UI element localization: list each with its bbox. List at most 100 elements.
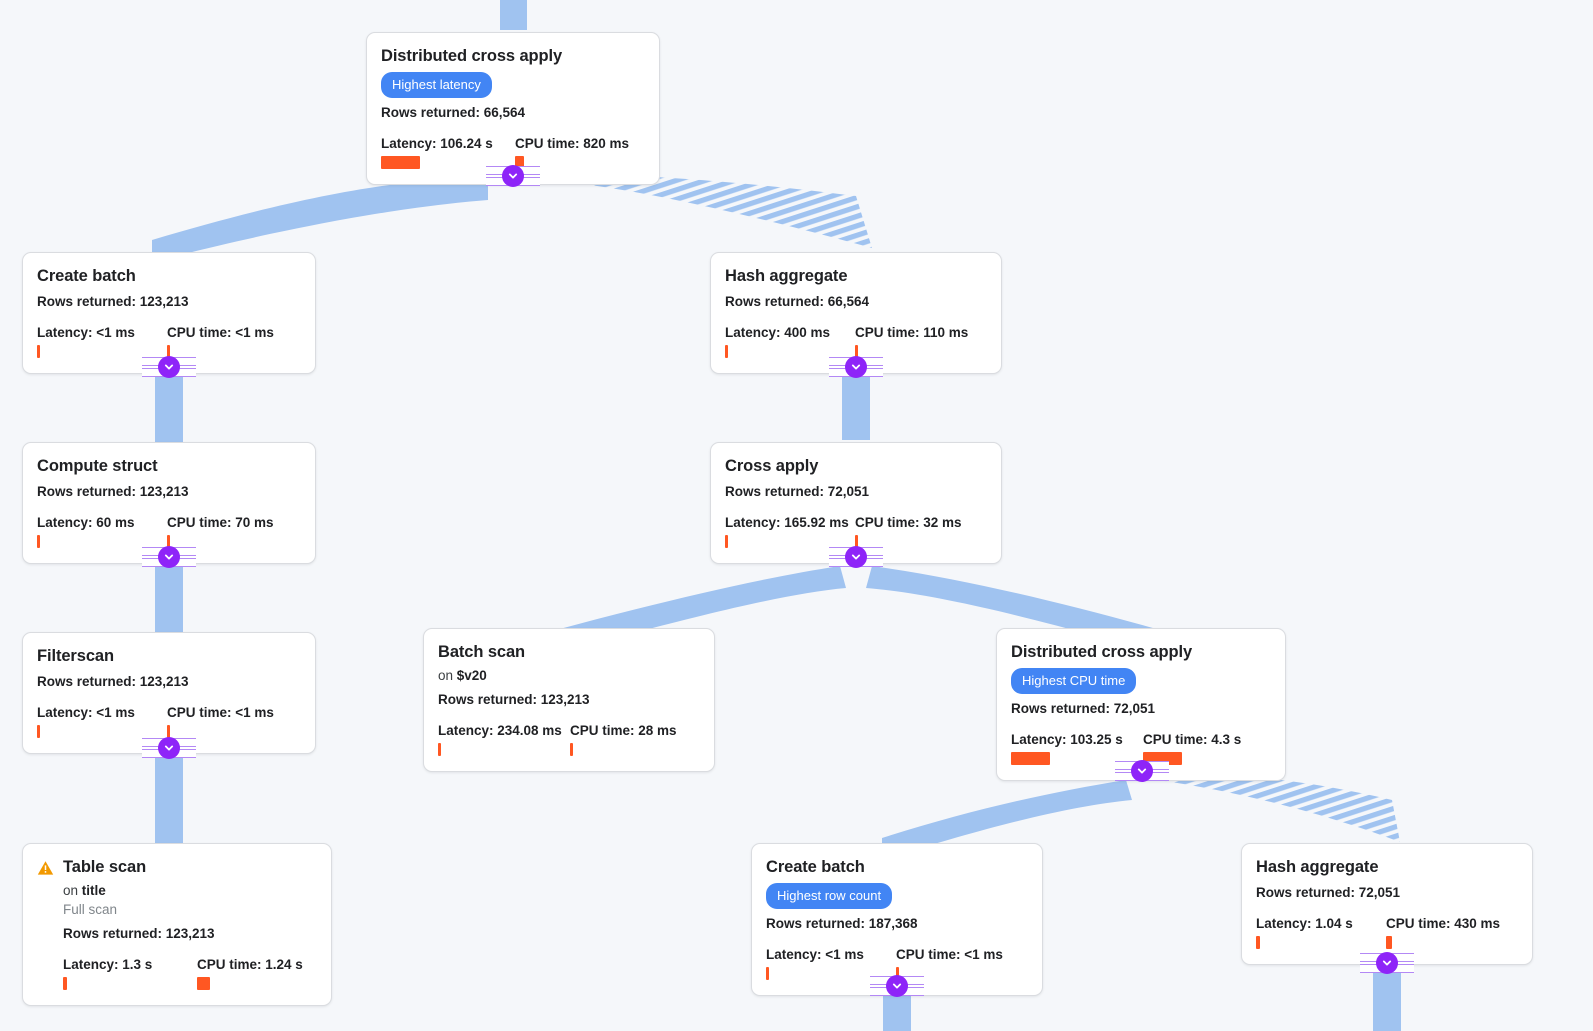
node-title: Batch scan [438,643,526,661]
plan-node-hash-aggregate-upper[interactable]: Hash aggregate Rows returned: 66,564 Lat… [710,252,1002,375]
cpu-bar [515,156,524,170]
node-title: Cross apply [725,457,819,475]
chevron-down-icon[interactable] [845,546,867,568]
cpu-metric: CPU time: <1 ms [167,704,274,739]
plan-node-create-batch-lower[interactable]: Create batch Highest row count Rows retu… [751,843,1043,997]
rows-returned: Rows returned: 72,051 [725,483,870,499]
node-title: Compute struct [37,457,158,475]
rows-returned: Rows returned: 66,564 [381,104,526,120]
cpu-label: CPU time: 430 ms [1386,915,1501,931]
rows-returned: Rows returned: 123,213 [37,483,189,499]
on-prefix: on [438,667,457,683]
expander-toggle-compute-struct[interactable] [142,546,196,568]
node-title: Filterscan [37,647,114,665]
cpu-label: CPU time: 110 ms [855,324,969,340]
chevron-down-icon[interactable] [1131,760,1153,782]
expander-toggle-filterscan[interactable] [142,737,196,759]
rows-returned: Rows returned: 123,213 [37,293,189,309]
node-metrics: Latency: 400 ms CPU time: 110 ms [725,324,987,359]
cpu-metric: CPU time: <1 ms [167,324,274,359]
latency-label: Latency: 106.24 s [381,135,493,151]
node-header: Hash aggregate Rows returned: 72,051 [1256,857,1518,903]
rows-returned: Rows returned: 187,368 [766,915,918,931]
cpu-metric: CPU time: 820 ms [515,135,629,170]
plan-node-cross-apply[interactable]: Cross apply Rows returned: 72,051 Latenc… [710,442,1002,565]
latency-metric: Latency: 1.04 s [1256,915,1386,950]
rows-returned: Rows returned: 123,213 [438,691,590,707]
plan-node-filterscan[interactable]: Filterscan Rows returned: 123,213 Latenc… [22,632,316,755]
node-header: Compute struct Rows returned: 123,213 [37,456,301,502]
latency-bar [63,977,67,991]
latency-metric: Latency: 106.24 s [381,135,515,170]
cpu-bar [855,345,858,359]
node-header: Table scan on title Full scan Rows retur… [37,857,317,991]
plan-node-compute-struct[interactable]: Compute struct Rows returned: 123,213 La… [22,442,316,565]
node-metrics: Latency: <1 ms CPU time: <1 ms [37,704,301,739]
cpu-label: CPU time: <1 ms [167,324,274,340]
rows-returned: Rows returned: 72,051 [1011,700,1156,716]
cpu-metric: CPU time: 110 ms [855,324,968,359]
node-metrics: Latency: <1 ms CPU time: <1 ms [37,324,301,359]
expander-toggle-cross-apply[interactable] [829,546,883,568]
latency-bar [37,535,40,549]
latency-label: Latency: 234.08 ms [438,722,562,738]
node-target: on title [63,881,317,900]
latency-label: Latency: 400 ms [725,324,831,340]
node-header: Batch scan on $v20 Rows returned: 123,21… [438,642,700,710]
warning-icon [37,860,54,876]
cpu-bar [896,967,899,981]
node-title: Hash aggregate [725,267,848,285]
expander-toggle-hash-aggregate-lower[interactable] [1360,952,1414,974]
plan-node-distributed-cross-apply-root[interactable]: Distributed cross apply Highest latency … [366,32,660,186]
chevron-down-icon[interactable] [502,165,524,187]
node-metrics: Latency: <1 ms CPU time: <1 ms [766,946,1028,981]
plan-node-hash-aggregate-lower[interactable]: Hash aggregate Rows returned: 72,051 Lat… [1241,843,1533,966]
expander-toggle-distributed-cross-apply-lower[interactable] [1115,760,1169,782]
node-metrics: Latency: 1.04 s CPU time: 430 ms [1256,915,1518,950]
node-title: Create batch [766,858,865,876]
cpu-label: CPU time: 1.24 s [197,956,303,972]
chevron-down-icon[interactable] [886,975,908,997]
scan-type-note: Full scan [63,901,118,917]
cpu-label: CPU time: 32 ms [855,514,962,530]
chevron-down-icon[interactable] [158,546,180,568]
latency-bar [766,967,769,981]
latency-label: Latency: 165.92 ms [725,514,849,530]
target-name: title [81,882,106,898]
chevron-down-icon[interactable] [1376,952,1398,974]
latency-metric: Latency: 60 ms [37,514,167,549]
expander-toggle-create-batch-left[interactable] [142,356,196,378]
plan-node-batch-scan[interactable]: Batch scan on $v20 Rows returned: 123,21… [423,628,715,773]
latency-label: Latency: <1 ms [37,324,135,340]
node-title: Distributed cross apply [1011,643,1193,661]
expander-toggle-create-batch-lower[interactable] [870,975,924,997]
node-header: Filterscan Rows returned: 123,213 [37,646,301,692]
node-title: Table scan [63,858,147,876]
cpu-bar [167,535,170,549]
latency-bar [725,345,728,359]
chevron-down-icon[interactable] [158,737,180,759]
rows-returned: Rows returned: 72,051 [1256,884,1401,900]
latency-metric: Latency: <1 ms [766,946,896,981]
plan-node-distributed-cross-apply-lower[interactable]: Distributed cross apply Highest CPU time… [996,628,1286,782]
node-metrics: Latency: 165.92 ms CPU time: 32 ms [725,514,987,549]
cpu-label: CPU time: <1 ms [167,704,274,720]
cpu-metric: CPU time: 1.24 s [197,956,303,991]
latency-bar [438,743,441,757]
plan-node-table-scan[interactable]: Table scan on title Full scan Rows retur… [22,843,332,1007]
expander-toggle-distributed-cross-apply-root[interactable] [486,165,540,187]
status-badge: Highest latency [381,71,492,98]
chevron-down-icon[interactable] [158,356,180,378]
latency-bar [37,345,40,359]
latency-bar [381,156,420,170]
node-metrics: Latency: 60 ms CPU time: 70 ms [37,514,301,549]
on-prefix: on [63,882,82,898]
chevron-down-icon[interactable] [845,356,867,378]
expander-toggle-hash-aggregate-upper[interactable] [829,356,883,378]
latency-metric: Latency: 165.92 ms [725,514,855,549]
rows-returned: Rows returned: 66,564 [725,293,870,309]
rows-returned: Rows returned: 123,213 [37,673,189,689]
node-metrics: Latency: 1.3 s CPU time: 1.24 s [63,956,317,991]
latency-label: Latency: 1.04 s [1256,915,1353,931]
